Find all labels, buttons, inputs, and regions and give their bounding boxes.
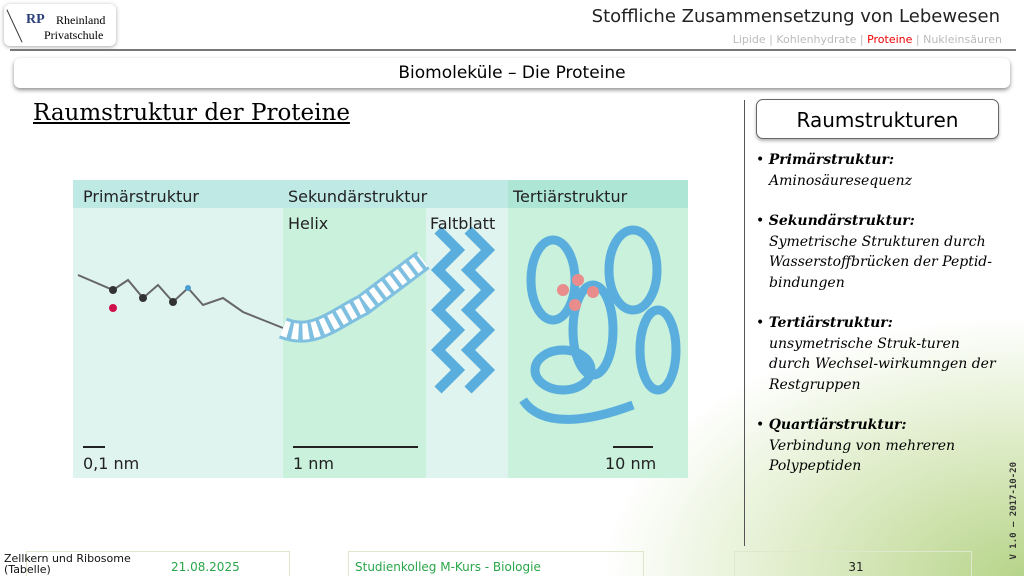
desc: Aminosäuresequenz xyxy=(769,172,912,189)
desc: Symetrische Strukturen durch xyxy=(769,233,986,250)
school-logo: RP Rheinland Privatschule xyxy=(4,4,116,46)
term: Primärstruktur: xyxy=(768,152,894,168)
list-item: • Sekundärstruktur:Symetrische Strukture… xyxy=(756,211,1016,293)
desc: Verbindung von mehreren xyxy=(769,437,956,454)
scale-secondary: 1 nm xyxy=(293,454,334,473)
crumb-lipide[interactable]: Lipide xyxy=(732,33,766,46)
scale-primary: 0,1 nm xyxy=(83,454,140,473)
logo-abbr: RP xyxy=(26,12,45,27)
label-sheet: Faltblatt xyxy=(430,214,496,233)
footer-note: Zellkern und Ribosome (Tabelle) xyxy=(4,552,131,576)
label-tertiary: Tertiärstruktur xyxy=(513,187,628,206)
term: Quartiärstruktur: xyxy=(768,417,907,433)
header-divider xyxy=(10,49,1016,51)
label-primary: Primärstruktur xyxy=(83,187,199,206)
footer-date: 21.08.2025 xyxy=(26,551,290,576)
date: 21.08.2025 xyxy=(171,560,240,574)
list-item: • Tertiärstruktur:unsymetrische Struk-tu… xyxy=(756,313,1016,395)
desc: bindungen xyxy=(769,274,845,291)
footer-course: Studienkolleg M-Kurs - Biologie xyxy=(348,551,644,576)
logo-line2: Privatschule xyxy=(44,28,104,42)
structure-list: • Primärstruktur:Aminosäuresequenz • Sek… xyxy=(756,150,1016,497)
desc: Wasserstoffbrücken der Peptid- xyxy=(769,254,992,270)
crumb-kohlenhydrate[interactable]: Kohlenhydrate xyxy=(776,33,857,46)
logo-line1: Rheinland xyxy=(56,13,106,27)
page-title: Stoffliche Zusammensetzung von Lebewesen xyxy=(591,6,1000,27)
desc: Polypeptiden xyxy=(769,458,862,474)
breadcrumb: Lipide | Kohlenhydrate | Proteine | Nukl… xyxy=(732,33,1002,46)
label-helix: Helix xyxy=(288,214,329,233)
protein-structure-figure: Primärstruktur Sekundärstruktur Helix Fa… xyxy=(73,180,688,478)
crumb-nukleinsaeuren[interactable]: Nukleinsäuren xyxy=(923,33,1002,46)
list-item: • Quartiärstruktur:Verbindung von mehrer… xyxy=(756,415,1016,477)
term: Sekundärstruktur: xyxy=(768,213,915,229)
desc: Restgruppen xyxy=(769,376,861,393)
scale-tertiary: 10 nm xyxy=(605,454,657,473)
footer-page-number: 31 xyxy=(734,551,972,576)
crumb-proteine[interactable]: Proteine xyxy=(867,33,913,46)
sidebar-title: Raumstrukturen xyxy=(756,99,999,139)
term: Tertiärstruktur: xyxy=(768,315,893,331)
slide-heading: Raumstruktur der Proteine xyxy=(33,100,350,126)
column-divider xyxy=(744,100,745,546)
desc: durch Wechsel-wirkumngen der xyxy=(769,356,996,372)
version-label: V 1.0 – 2017-10-20 xyxy=(1009,462,1019,560)
label-secondary: Sekundärstruktur xyxy=(288,187,428,206)
desc: unsymetrische Struk-turen xyxy=(769,335,960,352)
list-item: • Primärstruktur:Aminosäuresequenz xyxy=(756,150,1016,191)
section-banner: Biomoleküle – Die Proteine xyxy=(14,58,1010,88)
